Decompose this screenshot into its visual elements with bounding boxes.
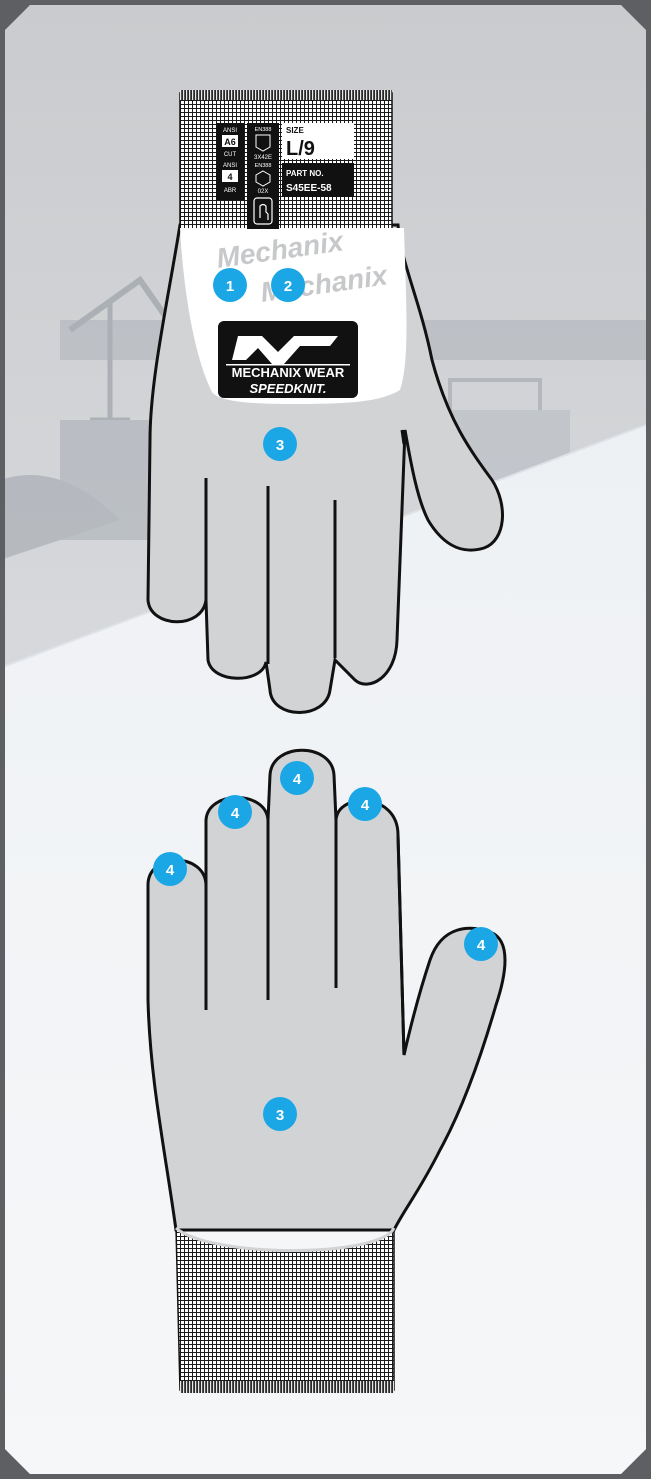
callout-3-palm-label: 3: [276, 1107, 284, 1124]
ansi-cut-label: CUT: [224, 152, 237, 158]
brand-name: MECHANIX WEAR: [232, 365, 345, 380]
callout-4-ring: 4: [218, 795, 252, 829]
callout-3-palm: 3: [263, 1097, 297, 1131]
knit-cuff-top: [180, 93, 392, 230]
callout-2-label: 2: [284, 278, 292, 295]
callout-4-index-label: 4: [361, 797, 370, 814]
callout-4-index: 4: [348, 787, 382, 821]
callout-4-ring-label: 4: [231, 805, 240, 822]
callout-4-thumb: 4: [464, 927, 498, 961]
knit-cuff-bottom: [176, 1228, 394, 1390]
cuff-rib-top: [180, 90, 392, 100]
cuff-rib-bottom: [180, 1381, 394, 1393]
callout-3-back: 3: [263, 427, 297, 461]
ansi-cut-level: A6: [224, 137, 236, 147]
callout-3-back-label: 3: [276, 437, 284, 454]
ansi-cut-heading: ANSI: [223, 128, 237, 134]
size-value: L/9: [286, 138, 315, 160]
part-number: S45EE-58: [286, 183, 332, 194]
callout-4-thumb-label: 4: [477, 937, 486, 954]
en388-top-code: 3X42E: [254, 155, 272, 161]
ansi-abr-heading: ANSI: [223, 163, 237, 169]
en388-bottom-heading: EN388: [255, 163, 272, 169]
en388-top-heading: EN388: [255, 127, 272, 133]
callout-2: 2: [271, 268, 305, 302]
callout-1: 1: [213, 268, 247, 302]
ansi-abr-label: ABR: [224, 188, 237, 194]
callout-4-middle-label: 4: [293, 771, 302, 788]
callout-4-pinky-label: 4: [166, 862, 175, 879]
en388-bottom-code: 02X: [258, 189, 269, 195]
callout-1-label: 1: [226, 278, 234, 295]
ansi-abr-level: 4: [227, 172, 232, 182]
product-name: SPEEDKNIT.: [249, 381, 326, 396]
part-label: PART NO.: [286, 169, 324, 178]
callout-4-pinky: 4: [153, 852, 187, 886]
size-label: SIZE: [286, 126, 304, 135]
en388-panel: [247, 123, 279, 229]
mechanix-logo: MECHANIX WEAR SPEEDKNIT.: [218, 321, 358, 398]
callout-4-middle: 4: [280, 761, 314, 795]
